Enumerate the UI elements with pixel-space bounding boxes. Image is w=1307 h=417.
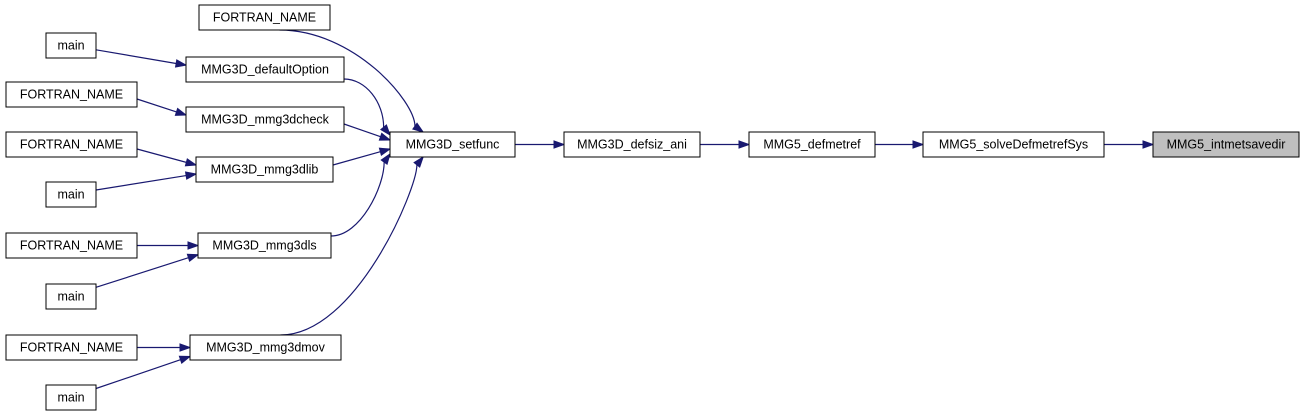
- node-label: MMG5_defmetref: [763, 138, 861, 152]
- edge-setfunc-to-defsiz_ani: [515, 140, 566, 149]
- edge-arrowhead: [378, 147, 392, 156]
- edge-line: [136, 148, 187, 163]
- edge-fortran_3-to-mmg3dlib: [136, 148, 198, 167]
- edge-main_3-to-mmg3dls: [95, 253, 200, 288]
- node-label: FORTRAN_NAME: [20, 88, 123, 102]
- node-label: MMG3D_mmg3dmov: [206, 341, 326, 355]
- node-label: FORTRAN_NAME: [213, 11, 316, 25]
- node-label: MMG3D_mmg3dlib: [211, 163, 319, 177]
- edge-arrowhead: [1142, 140, 1155, 149]
- node-mmg3d-mmg3dls[interactable]: MMG3D_mmg3dls: [197, 232, 332, 259]
- edge-arrowhead: [912, 140, 925, 149]
- node-fortran-name-3[interactable]: FORTRAN_NAME: [5, 131, 138, 158]
- node-mmg3d-setfunc[interactable]: MMG3D_setfunc: [389, 131, 516, 158]
- edge-mmg3dcheck-to-setfunc: [343, 123, 392, 141]
- edge-main_2-to-mmg3dlib: [95, 171, 198, 191]
- call-graph-edges: [95, 29, 1155, 390]
- edge-defsiz_ani-to-defmetref: [700, 140, 751, 149]
- node-main-3[interactable]: main: [45, 283, 97, 310]
- node-label: MMG3D_mmg3dls: [212, 239, 316, 253]
- edge-line: [95, 174, 187, 191]
- edge-fortran_5-to-mmg3dmov: [137, 343, 192, 352]
- node-mmg3d-mmg3dcheck[interactable]: MMG3D_mmg3dcheck: [185, 106, 345, 133]
- node-fortran-name-top[interactable]: FORTRAN_NAME: [198, 4, 331, 31]
- edge-arrowhead: [380, 152, 391, 166]
- node-label: MMG5_intmetsavedir: [1167, 138, 1286, 152]
- node-label: FORTRAN_NAME: [20, 239, 123, 253]
- node-fortran-name-2[interactable]: FORTRAN_NAME: [5, 81, 138, 108]
- node-label: MMG3D_defaultOption: [201, 63, 329, 77]
- edge-arrowhead: [553, 140, 566, 149]
- edge-mmg3dls-to-setfunc: [330, 152, 391, 237]
- node-fortran-name-5[interactable]: FORTRAN_NAME: [5, 334, 138, 361]
- node-mmg5-intmetsavedir-current: MMG5_intmetsavedir: [1152, 131, 1300, 158]
- edge-arrowhead: [378, 132, 392, 141]
- edge-line: [343, 78, 385, 128]
- node-label: MMG5_solveDefmetrefSys: [939, 138, 1088, 152]
- edge-arrowhead: [184, 158, 198, 167]
- edge-arrowhead: [380, 124, 391, 137]
- node-main-2[interactable]: main: [45, 181, 97, 208]
- node-mmg5-defmetref[interactable]: MMG5_defmetref: [748, 131, 876, 158]
- edge-arrowhead: [413, 155, 425, 168]
- edge-arrowhead: [178, 355, 192, 364]
- edge-mmg3dlib-to-setfunc: [332, 147, 392, 166]
- node-label: MMG3D_mmg3dcheck: [201, 113, 330, 127]
- edge-defaultoption-to-setfunc: [343, 78, 391, 137]
- node-label: main: [57, 39, 84, 53]
- edge-arrowhead: [174, 59, 188, 68]
- edge-line: [280, 164, 418, 336]
- edge-line: [95, 257, 189, 288]
- edge-arrowhead: [174, 107, 188, 116]
- node-mmg3d-defsiz-ani[interactable]: MMG3D_defsiz_ani: [563, 131, 701, 158]
- edge-arrowhead: [179, 343, 192, 352]
- edge-mmg3dmov-to-setfunc: [280, 155, 425, 336]
- edge-line: [332, 151, 381, 166]
- edge-line: [95, 49, 177, 65]
- node-label: main: [57, 188, 84, 202]
- edge-line: [279, 29, 416, 127]
- edge-line: [343, 123, 381, 138]
- edge-fortran_2-to-mmg3dcheck: [136, 98, 188, 116]
- node-mmg3d-mmg3dlib[interactable]: MMG3D_mmg3dlib: [195, 156, 334, 183]
- edge-solvedefmetrefsys-to-intmetsavedir: [1104, 140, 1155, 149]
- edge-arrowhead: [187, 241, 200, 250]
- node-label: main: [57, 290, 84, 304]
- edge-fortran_top-to-setfunc: [279, 29, 425, 133]
- node-main-1[interactable]: main: [45, 32, 97, 59]
- edge-arrowhead: [184, 171, 198, 180]
- node-label: FORTRAN_NAME: [20, 341, 123, 355]
- edge-arrowhead: [738, 140, 751, 149]
- edge-defmetref-to-solvedefmetrefsys: [875, 140, 925, 149]
- node-mmg3d-mmg3dmov[interactable]: MMG3D_mmg3dmov: [189, 334, 342, 361]
- edge-line: [95, 359, 181, 390]
- node-label: MMG3D_defsiz_ani: [577, 138, 687, 152]
- edge-line: [330, 162, 385, 237]
- edge-arrowhead: [186, 253, 200, 262]
- edge-main_1-to-defaultoption: [95, 49, 188, 68]
- node-fortran-name-4[interactable]: FORTRAN_NAME: [5, 232, 138, 259]
- node-mmg3d-defaultoption[interactable]: MMG3D_defaultOption: [185, 56, 345, 83]
- edge-main_4-to-mmg3dmov: [95, 355, 192, 390]
- node-label: FORTRAN_NAME: [20, 138, 123, 152]
- node-label: MMG3D_setfunc: [406, 138, 500, 152]
- node-main-4[interactable]: main: [45, 384, 97, 411]
- edge-fortran_4-to-mmg3dls: [137, 241, 200, 250]
- node-mmg5-solvedefmetrefsys[interactable]: MMG5_solveDefmetrefSys: [922, 131, 1105, 158]
- edge-arrowhead: [412, 122, 425, 133]
- edge-line: [136, 98, 177, 113]
- node-label: main: [57, 391, 84, 405]
